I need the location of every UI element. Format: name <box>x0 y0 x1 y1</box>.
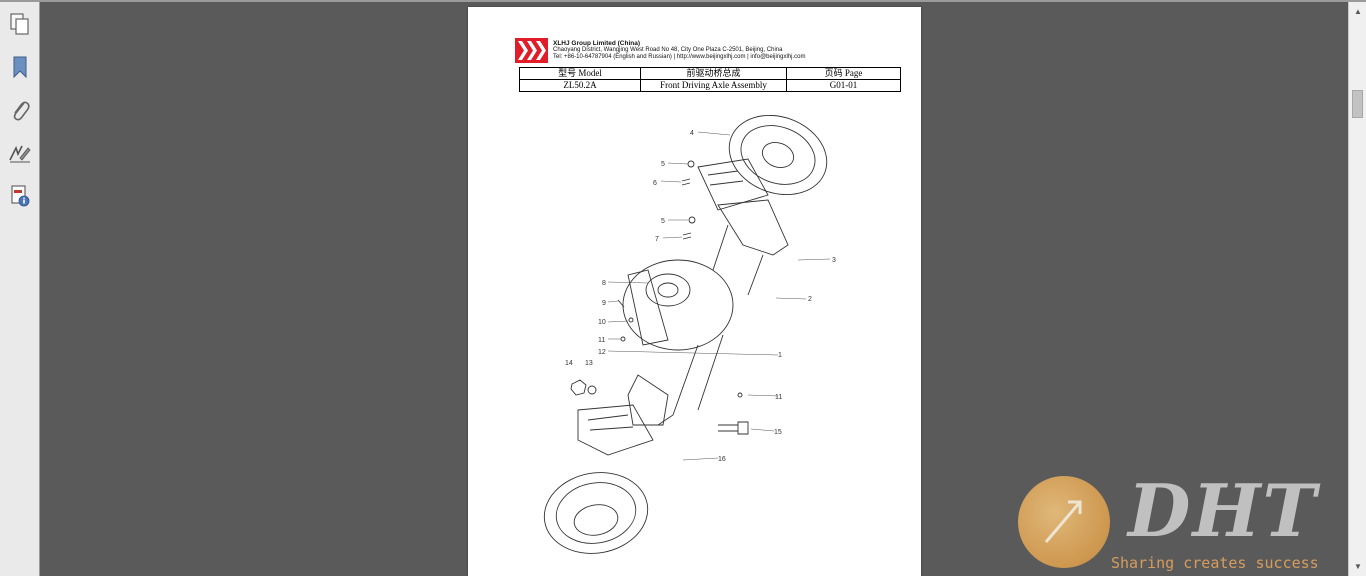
pdf-page: XLHJ Group Limited (China) Chaoyang Dist… <box>468 7 921 576</box>
axle-exploded-drawing: 1 2 3 4 5 6 5 7 8 9 10 11 12 13 14 11 15… <box>543 114 836 554</box>
page-value: G01-01 <box>786 79 901 92</box>
signature-icon <box>9 145 31 163</box>
company-address: Chaoyang District, Wangjing West Road No… <box>553 47 783 53</box>
document-info-icon <box>11 185 30 207</box>
callout-11: 11 <box>598 337 605 344</box>
watermark-brand: DHT <box>1128 468 1319 553</box>
arrow-icon <box>1044 500 1082 543</box>
callout-16: 16 <box>718 456 726 463</box>
assembly-name-en: Front Driving Axle Assembly <box>640 79 787 92</box>
scroll-down-arrow-icon[interactable]: ▼ <box>1354 561 1362 571</box>
bookmark-icon <box>13 56 27 79</box>
callout-3: 3 <box>832 257 836 264</box>
company-name: XLHJ Group Limited (China) <box>553 40 641 47</box>
watermark-logo-circle <box>1018 476 1110 568</box>
callout-6: 6 <box>653 180 657 187</box>
scroll-thumb[interactable] <box>1352 90 1363 118</box>
model-value: ZL50.2A <box>519 79 641 92</box>
callout-1: 1 <box>778 352 782 359</box>
xlhj-logo <box>515 38 548 63</box>
parts-header-table: 型号 Model 前驱动桥总成 页码 Page ZL50.2A Front Dr… <box>519 67 901 92</box>
callout-12: 12 <box>598 349 606 356</box>
callout-2: 2 <box>808 296 812 303</box>
pages-icon <box>10 13 29 35</box>
watermark-tagline: Sharing creates success <box>1111 554 1319 572</box>
callout-5: 5 <box>661 161 665 168</box>
callout-13: 13 <box>585 360 593 367</box>
window-top-edge <box>0 0 1366 2</box>
company-contact: Tel: +86-10-64787904 (English and Russia… <box>553 54 806 60</box>
callout-4: 4 <box>690 130 694 137</box>
callout-7: 7 <box>655 236 659 243</box>
dht-watermark: DHT Sharing creates success <box>1018 468 1366 576</box>
attachments-panel-button[interactable] <box>6 96 34 124</box>
document-info-button[interactable] <box>6 182 34 210</box>
scroll-up-arrow-icon[interactable]: ▲ <box>1354 6 1362 16</box>
signatures-panel-button[interactable] <box>6 139 34 167</box>
paperclip-icon <box>13 101 30 121</box>
navigation-sidebar <box>0 2 40 576</box>
model-header: 型号 Model <box>519 67 641 80</box>
assembly-name-cn: 前驱动桥总成 <box>640 67 787 80</box>
callout-5b: 5 <box>661 218 665 225</box>
callout-8: 8 <box>602 280 606 287</box>
callout-11b: 11 <box>775 394 782 401</box>
pages-panel-button[interactable] <box>6 10 34 38</box>
company-info: XLHJ Group Limited (China) Chaoyang Dist… <box>553 40 893 61</box>
vertical-scrollbar[interactable]: ▲ ▼ <box>1348 2 1366 576</box>
callout-9: 9 <box>602 300 606 307</box>
callout-10: 10 <box>598 319 606 326</box>
callout-15: 15 <box>774 429 782 436</box>
page-header: 页码 Page <box>786 67 901 80</box>
bookmarks-panel-button[interactable] <box>6 53 34 81</box>
callout-14: 14 <box>565 360 573 367</box>
